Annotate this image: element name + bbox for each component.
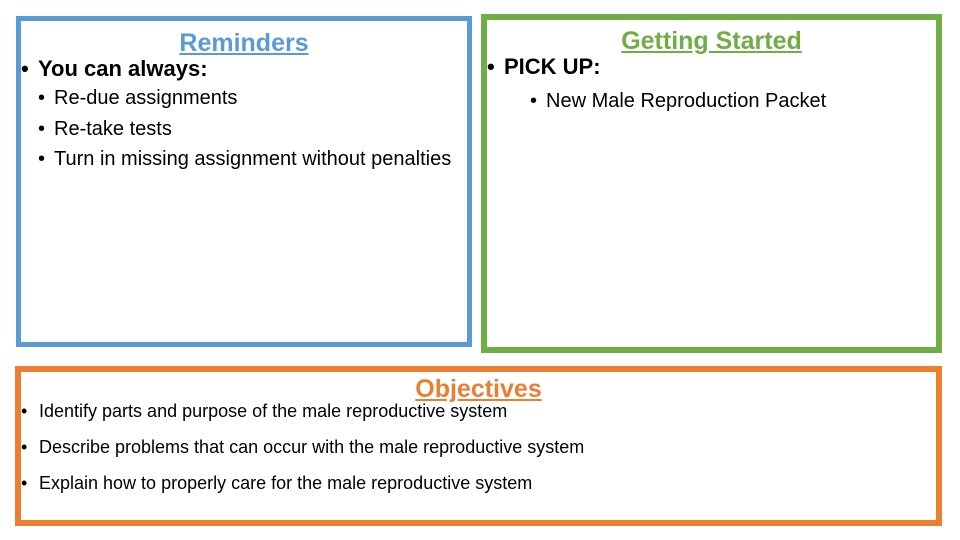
list-item: Identify parts and purpose of the male r… bbox=[21, 402, 936, 420]
list-item: Turn in missing assignment without penal… bbox=[38, 144, 467, 175]
objectives-title: Objectives bbox=[415, 375, 542, 403]
reminders-title: Reminders bbox=[179, 29, 309, 57]
list-item: PICK UP: New Male Reproduction Packet bbox=[487, 54, 936, 116]
list-item: Explain how to properly care for the mal… bbox=[21, 474, 936, 492]
getting-started-item-label: PICK UP: bbox=[504, 54, 601, 80]
objectives-list: Identify parts and purpose of the male r… bbox=[21, 402, 936, 492]
objectives-item-label: Identify parts and purpose of the male r… bbox=[39, 401, 508, 422]
list-item: You can always: Re-due assignments Re-ta… bbox=[21, 56, 467, 175]
reminders-list: You can always: Re-due assignments Re-ta… bbox=[21, 56, 467, 175]
reminders-subitem-label: Re-due assignments bbox=[54, 87, 238, 110]
getting-started-sublist: New Male Reproduction Packet bbox=[530, 86, 936, 117]
objectives-panel: Objectives Identify parts and purpose of… bbox=[15, 366, 942, 526]
reminders-panel: Reminders You can always: Re-due assignm… bbox=[16, 16, 472, 347]
getting-started-panel: Getting Started PICK UP: New Male Reprod… bbox=[481, 14, 942, 353]
getting-started-subitem-label: New Male Reproduction Packet bbox=[546, 90, 827, 113]
reminders-item-label: You can always: bbox=[38, 56, 208, 82]
reminders-subitem-label: Re-take tests bbox=[54, 117, 172, 140]
getting-started-title: Getting Started bbox=[621, 27, 802, 55]
reminders-subitem-label: Turn in missing assignment without penal… bbox=[54, 148, 452, 171]
reminders-sublist: Re-due assignments Re-take tests Turn in… bbox=[38, 83, 467, 175]
list-item: Re-due assignments bbox=[38, 83, 467, 114]
list-item: Describe problems that can occur with th… bbox=[21, 438, 936, 456]
getting-started-list: PICK UP: New Male Reproduction Packet bbox=[487, 54, 936, 116]
objectives-item-label: Describe problems that can occur with th… bbox=[39, 437, 585, 458]
objectives-item-label: Explain how to properly care for the mal… bbox=[39, 473, 533, 494]
list-item: Re-take tests bbox=[38, 114, 467, 145]
list-item: New Male Reproduction Packet bbox=[530, 86, 936, 117]
